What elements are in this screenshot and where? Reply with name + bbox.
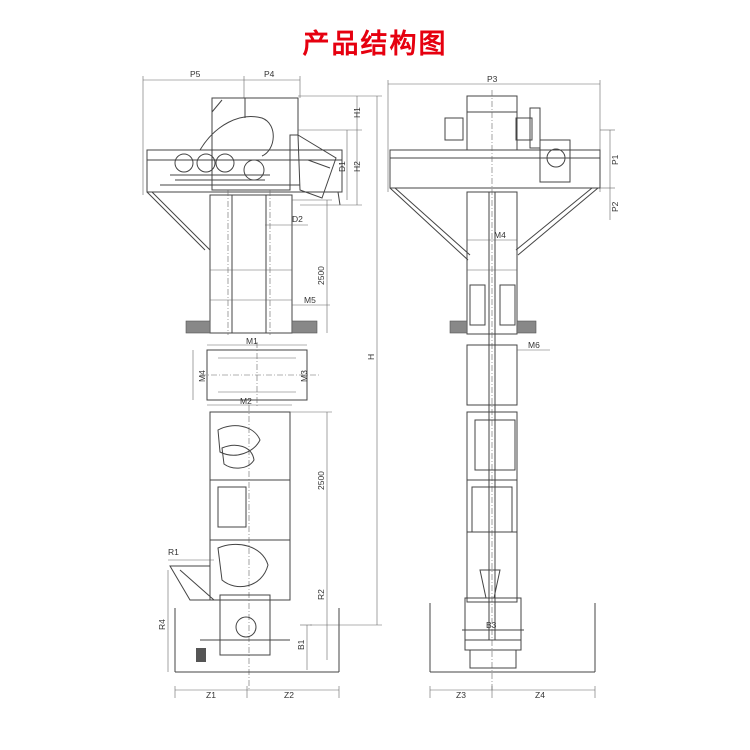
label-b3: B3: [486, 620, 497, 630]
label-m4: M4: [197, 370, 207, 382]
label-p5: P5: [190, 69, 201, 79]
label-d1: D1: [337, 161, 347, 172]
label-m3: M3: [299, 370, 309, 382]
label-m4-right: M4: [494, 230, 506, 240]
label-p4: P4: [264, 69, 275, 79]
label-m5: M5: [304, 295, 316, 305]
label-z1: Z1: [206, 690, 216, 700]
left-side-view: [142, 76, 382, 698]
label-h2: H2: [352, 161, 362, 172]
label-r2: R2: [316, 589, 326, 600]
label-m1: M1: [246, 336, 258, 346]
label-r4: R4: [157, 619, 167, 630]
label-p3: P3: [487, 74, 498, 84]
label-p2: P2: [610, 201, 620, 212]
label-z3: Z3: [456, 690, 466, 700]
label-z4: Z4: [535, 690, 545, 700]
label-p1: P1: [610, 154, 620, 165]
label-h: H: [366, 354, 376, 360]
label-m2: M2: [240, 396, 252, 406]
label-m6: M6: [528, 340, 540, 350]
label-2500-top: 2500: [316, 266, 326, 285]
label-z2: Z2: [284, 690, 294, 700]
label-2500-bottom: 2500: [316, 471, 326, 490]
label-r1: R1: [168, 547, 179, 557]
page-title: 产品结构图: [302, 29, 448, 60]
right-front-view: [387, 80, 615, 698]
label-h1: H1: [352, 107, 362, 118]
label-b1: B1: [296, 639, 306, 650]
label-d2: D2: [292, 214, 303, 224]
